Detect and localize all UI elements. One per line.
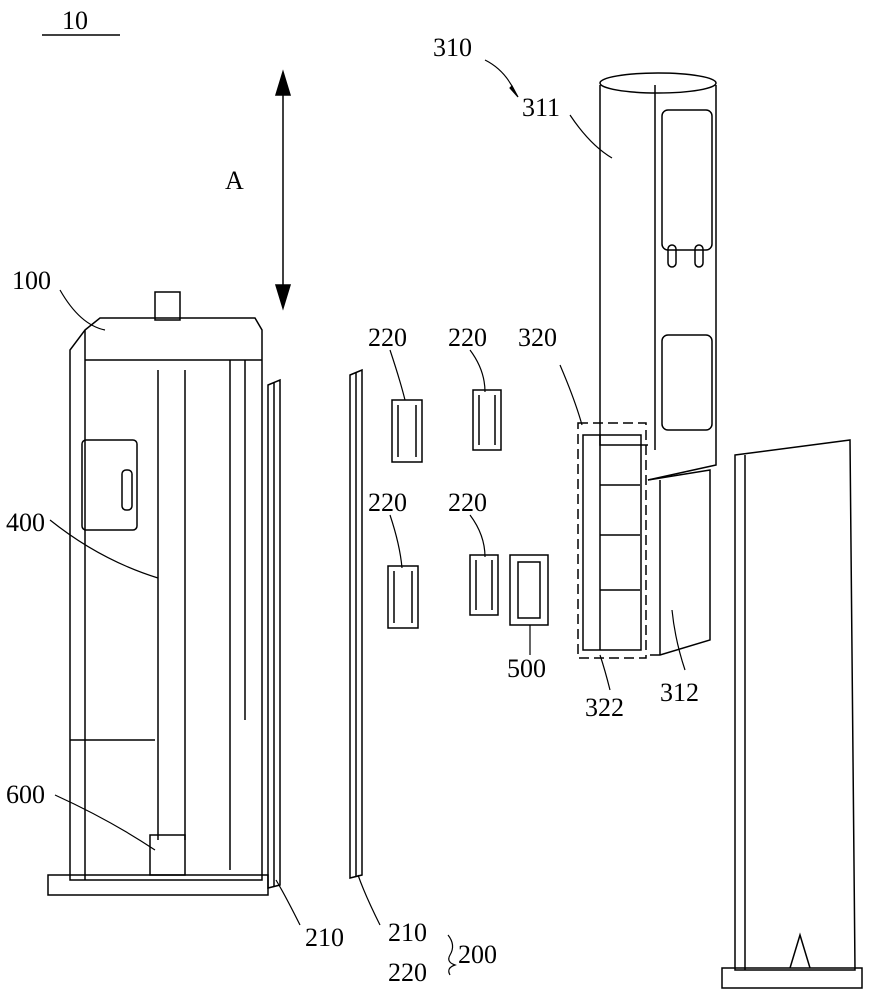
label-322: 322 <box>585 695 624 721</box>
label-220: 220 <box>448 490 487 516</box>
label-500: 500 <box>507 656 546 682</box>
label-100: 100 <box>12 268 51 294</box>
frame-100 <box>48 292 268 895</box>
lower-part-312 <box>648 470 710 655</box>
label-220: 220 <box>368 325 407 351</box>
block-500 <box>510 555 548 625</box>
bracket-320-outline <box>578 423 646 658</box>
label-210: 210 <box>305 925 344 951</box>
side-panel <box>722 440 862 988</box>
rail-210-left <box>268 380 280 888</box>
leader-lines <box>50 60 685 975</box>
label-210: 210 <box>388 920 427 946</box>
label-400: 400 <box>6 510 45 536</box>
direction-arrow <box>276 72 290 308</box>
label-200: 200 <box>458 942 497 968</box>
label-311: 311 <box>522 95 560 121</box>
direction-label: A <box>225 168 244 194</box>
label-220: 220 <box>448 325 487 351</box>
figure-ref: 10 <box>62 8 88 34</box>
column-311 <box>600 73 716 480</box>
bracket-322 <box>583 435 641 650</box>
label-310: 310 <box>433 35 472 61</box>
label-220: 220 <box>368 490 407 516</box>
rail-210-right <box>350 370 362 878</box>
label-600: 600 <box>6 782 45 808</box>
label-312: 312 <box>660 680 699 706</box>
label-220: 220 <box>388 960 427 986</box>
label-320: 320 <box>518 325 557 351</box>
